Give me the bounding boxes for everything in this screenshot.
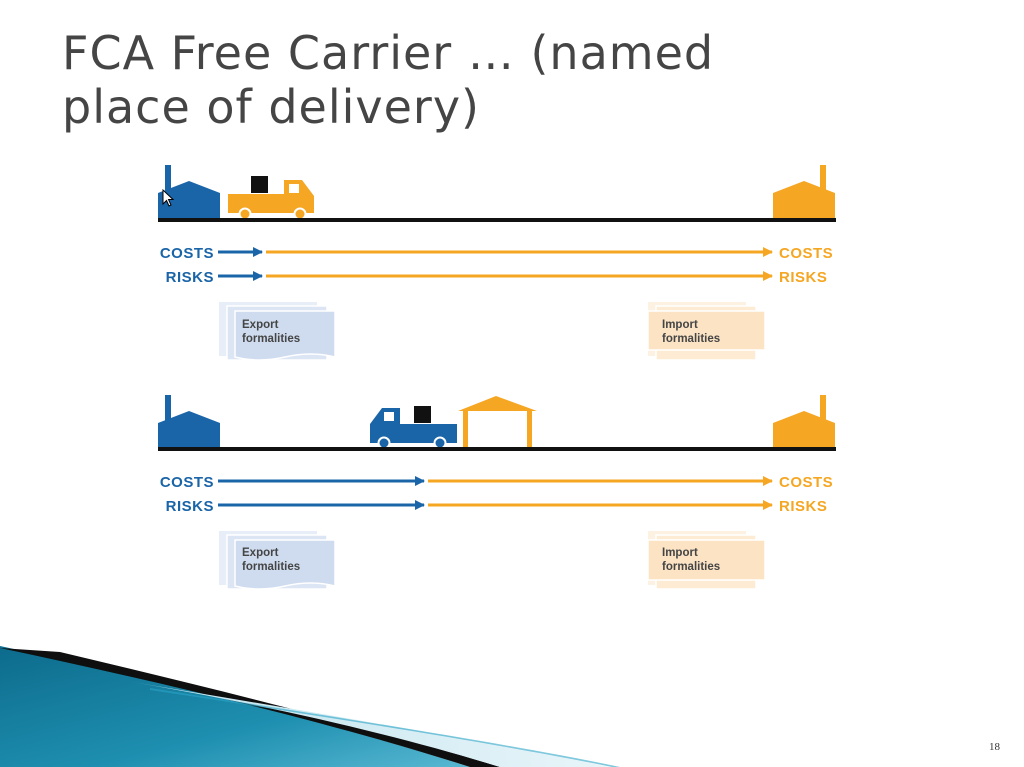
export-doc-line1: Export	[242, 547, 279, 559]
export-formalities-doc: Export formalities	[219, 531, 336, 590]
import-doc-line1: Import	[662, 547, 698, 559]
import-formalities-doc: Import formalities	[647, 531, 766, 590]
page-number: 18	[989, 741, 1000, 753]
costs-label-left: COSTS	[160, 474, 214, 491]
road-line	[158, 447, 836, 451]
export-doc-line1: Export	[242, 319, 279, 331]
export-doc-line2: formalities	[242, 561, 300, 573]
scenario-1: COSTS RISKS COSTS RISKS Export formaliti…	[158, 165, 836, 361]
export-formalities-doc: Export formalities	[219, 302, 336, 361]
costs-label-right: COSTS	[779, 474, 833, 491]
terminal-shelter-icon	[458, 396, 537, 448]
risks-label-left: RISKS	[166, 498, 214, 515]
buyer-truck-icon	[228, 176, 314, 221]
mouse-cursor-icon	[162, 188, 175, 207]
slide-title: FCA Free Carrier … (named place of deliv…	[62, 26, 715, 134]
risks-label-left: RISKS	[166, 269, 214, 286]
scenario-2: COSTS RISKS COSTS RISKS Export formaliti…	[158, 395, 836, 590]
seller-truck-icon	[370, 406, 457, 450]
import-doc-line1: Import	[662, 319, 698, 331]
risks-label-right: RISKS	[779, 269, 827, 286]
import-doc-line2: formalities	[662, 561, 720, 573]
seller-factory-icon	[158, 395, 220, 448]
risks-label-right: RISKS	[779, 498, 827, 515]
buyer-factory-icon	[773, 395, 835, 448]
buyer-factory-icon	[773, 165, 835, 219]
export-doc-line2: formalities	[242, 333, 300, 345]
road-line	[158, 218, 836, 222]
seller-factory-icon	[158, 165, 220, 219]
costs-label-left: COSTS	[160, 245, 214, 262]
import-formalities-doc: Import formalities	[647, 302, 766, 361]
costs-label-right: COSTS	[779, 245, 833, 262]
import-doc-line2: formalities	[662, 333, 720, 345]
